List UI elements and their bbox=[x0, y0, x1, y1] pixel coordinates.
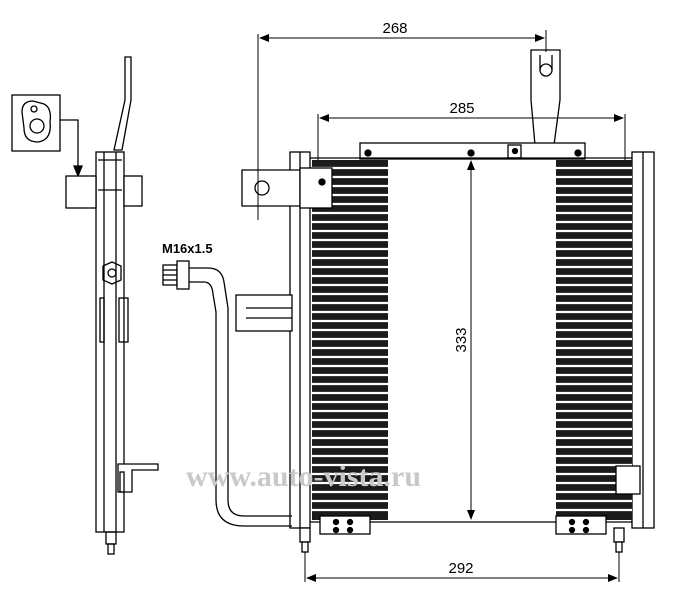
pipe-inner bbox=[189, 281, 292, 527]
inlet-pipe bbox=[162, 260, 293, 527]
watermark: www.auto-vista.ru bbox=[186, 460, 421, 493]
dim-label-268: 268 bbox=[382, 20, 407, 37]
bottom-mount-rivet bbox=[346, 518, 354, 526]
dim-label-292: 292 bbox=[448, 560, 473, 577]
side-drier bbox=[118, 297, 129, 343]
bottom-pin-left bbox=[299, 527, 311, 543]
flange-bolt-hole bbox=[30, 105, 38, 113]
bottom-mounts bbox=[299, 465, 641, 553]
pipe-bracket bbox=[235, 294, 293, 332]
dim-285-bg bbox=[447, 100, 477, 116]
dim-label-333: 333 bbox=[453, 327, 470, 352]
thread-label: M16x1.5 bbox=[162, 241, 213, 256]
side-fitting-nut bbox=[123, 175, 143, 207]
side-bottom-pin bbox=[105, 531, 117, 545]
side-mount-bracket bbox=[113, 56, 132, 151]
bottom-mount-rivet bbox=[332, 526, 340, 534]
front-view bbox=[289, 49, 655, 529]
side-view bbox=[65, 56, 159, 555]
crossbar-rivet bbox=[364, 149, 372, 157]
side-fitting-block bbox=[65, 175, 97, 209]
left-bracket-rivet bbox=[318, 178, 326, 186]
fitting-detail bbox=[11, 94, 83, 178]
flange-hole bbox=[29, 118, 45, 134]
bottom-pin-left-tip bbox=[301, 541, 309, 553]
pipe-outer bbox=[189, 267, 292, 517]
bottom-pin-right bbox=[613, 527, 625, 543]
dim-268-bg bbox=[380, 20, 410, 36]
left-bracket-hole bbox=[254, 180, 270, 196]
bottom-mount-rivet bbox=[332, 518, 340, 526]
bottom-mount-rivet bbox=[582, 518, 590, 526]
bottom-mount-right bbox=[555, 515, 607, 535]
dim-label-285: 285 bbox=[449, 100, 474, 117]
left-mount-bracket bbox=[241, 167, 333, 209]
bottom-mount-rivet bbox=[346, 526, 354, 534]
fitting-detail-frame bbox=[11, 94, 61, 152]
side-lower-bracket bbox=[117, 463, 159, 493]
side-bottom-pin-tip bbox=[107, 543, 115, 555]
core-tubes bbox=[312, 166, 632, 512]
side-lower-bracket-slot bbox=[119, 471, 125, 493]
side-hex-nut bbox=[102, 261, 122, 285]
crossbar-clip-rivet bbox=[511, 147, 519, 155]
dimension-lines bbox=[257, 30, 626, 582]
crossbar-rivet bbox=[574, 149, 582, 157]
left-bracket-plate bbox=[299, 167, 333, 209]
bottom-pin-right-tip bbox=[615, 541, 623, 553]
bottom-mount-left bbox=[319, 515, 371, 535]
bottom-mount-rivet bbox=[582, 526, 590, 534]
top-bracket-hole bbox=[539, 63, 553, 77]
side-clip bbox=[99, 297, 105, 343]
bottom-mount-rivet bbox=[568, 518, 576, 526]
crossbar-rivet bbox=[467, 149, 475, 157]
right-side-clip bbox=[615, 465, 641, 495]
bottom-mount-rivet bbox=[568, 526, 576, 534]
detail-leader-line bbox=[60, 119, 79, 172]
pipe-nut bbox=[176, 260, 190, 290]
dim-292-bg bbox=[446, 560, 476, 576]
dim-333-bg bbox=[451, 322, 469, 358]
left-bracket-body bbox=[241, 169, 301, 207]
side-hex-nut-bore bbox=[107, 268, 117, 278]
flange-outline bbox=[21, 100, 52, 143]
detail-leader-arrow bbox=[73, 165, 83, 178]
